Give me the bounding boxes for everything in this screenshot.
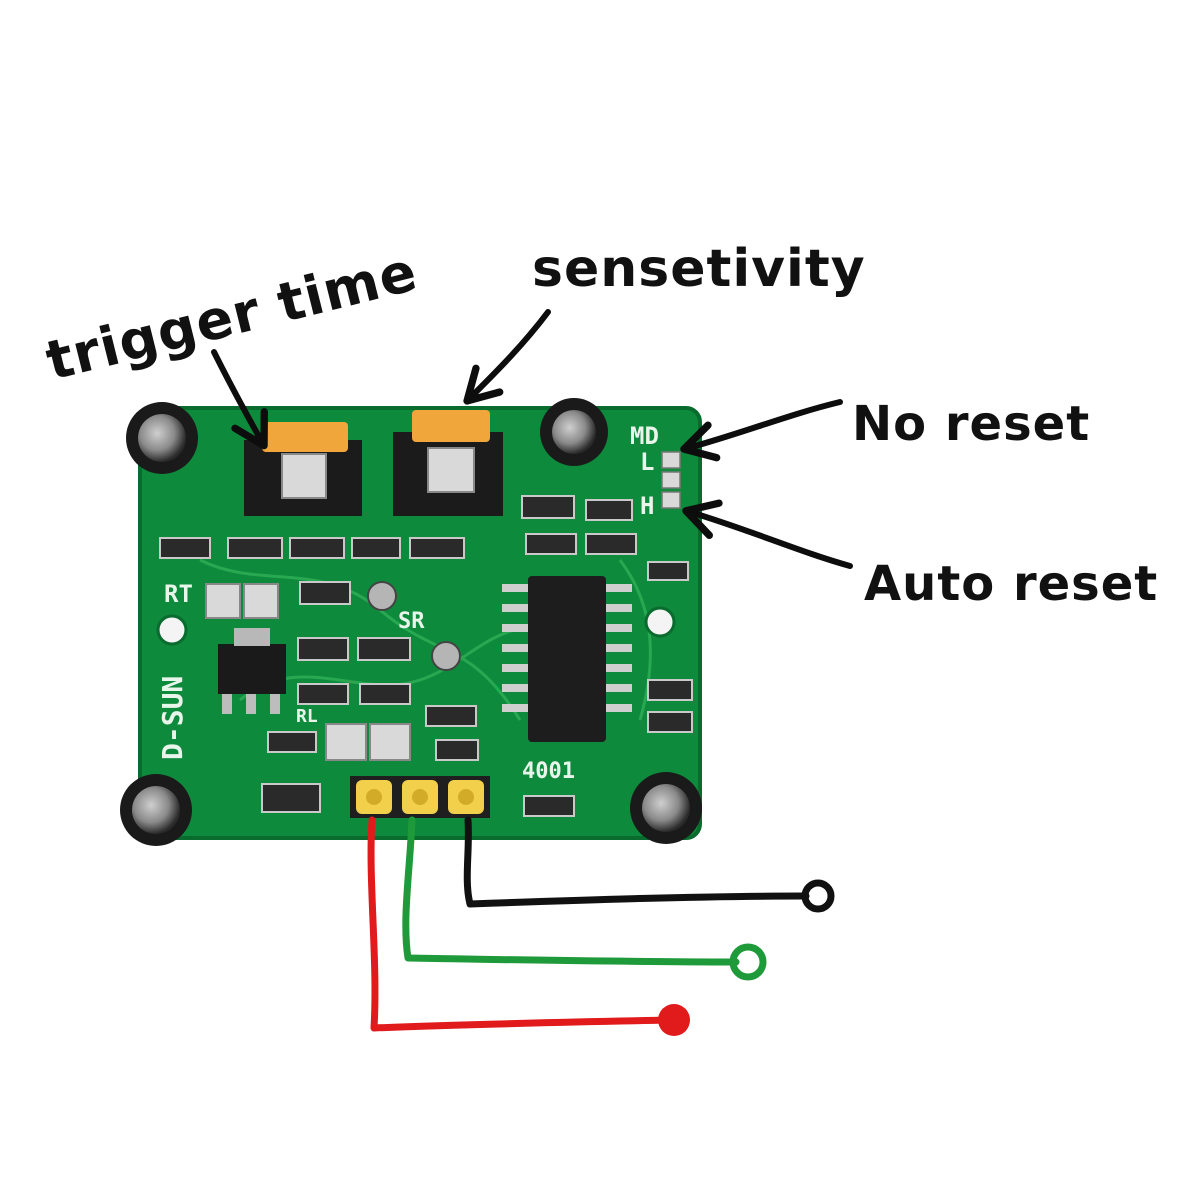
smd-components [159, 495, 693, 817]
voltage-regulator [218, 628, 286, 714]
silk-h: H [640, 492, 654, 520]
capacitor-icon [540, 398, 608, 466]
sensor-pad [431, 641, 461, 671]
silk-sr: SR [398, 609, 425, 634]
rt-pads [205, 583, 279, 619]
rl-pads [325, 723, 411, 761]
silk-maker: D-SUN [156, 676, 189, 760]
sensor-pad [367, 581, 397, 611]
wires [367, 816, 810, 1032]
wire-middle [402, 816, 740, 966]
capacitor-icon [630, 772, 702, 844]
capacitor-icon [120, 774, 192, 846]
silk-l: L [640, 448, 654, 476]
label-no-reset: No reset [852, 396, 1090, 452]
silk-md: MD [630, 422, 659, 450]
silk-rt: RT [164, 580, 193, 608]
silk-rl: RL [296, 706, 318, 727]
label-trigger-time: trigger time [40, 240, 424, 393]
wire-end-icon [658, 1004, 690, 1036]
pin-header-icon [350, 776, 490, 818]
label-sensitivity: sensetivity [532, 239, 866, 299]
silk-ic-label: 4001 [522, 759, 575, 784]
label-auto-reset: Auto reset [864, 556, 1158, 612]
arrow-no-reset [680, 399, 843, 462]
mounting-hole [156, 614, 188, 646]
capacitor-icon [126, 402, 198, 474]
arrow-auto-reset [682, 499, 853, 569]
sensitivity-potentiometer [393, 410, 503, 516]
trigger-time-potentiometer [244, 422, 362, 516]
ic-chip-icon [502, 576, 632, 742]
arrow-sensitivity [463, 309, 551, 405]
wire-end-icon [801, 879, 835, 913]
mode-jumper-pads [661, 451, 681, 509]
wire-end-icon [729, 943, 767, 981]
arrow-trigger-time [211, 349, 268, 450]
wire-left [367, 816, 672, 1032]
wire-right [463, 816, 810, 908]
mounting-hole [644, 606, 676, 638]
